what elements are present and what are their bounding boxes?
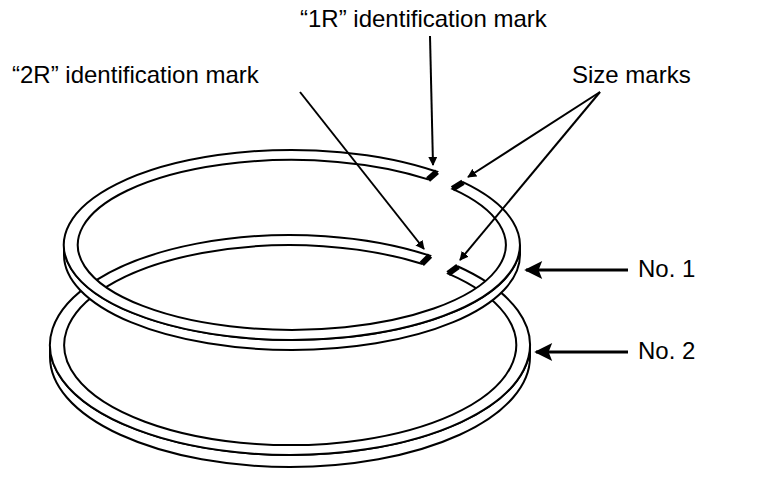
ring-no-1 [64,150,520,350]
part-label: “1R” identification mark [300,6,547,32]
callout-number: No. 2 [638,338,695,364]
part-label: Size marks [572,62,691,88]
part-label: “2R” identification mark [12,62,259,88]
ring-no-2 [50,235,530,467]
callout-number: No. 1 [638,256,695,282]
